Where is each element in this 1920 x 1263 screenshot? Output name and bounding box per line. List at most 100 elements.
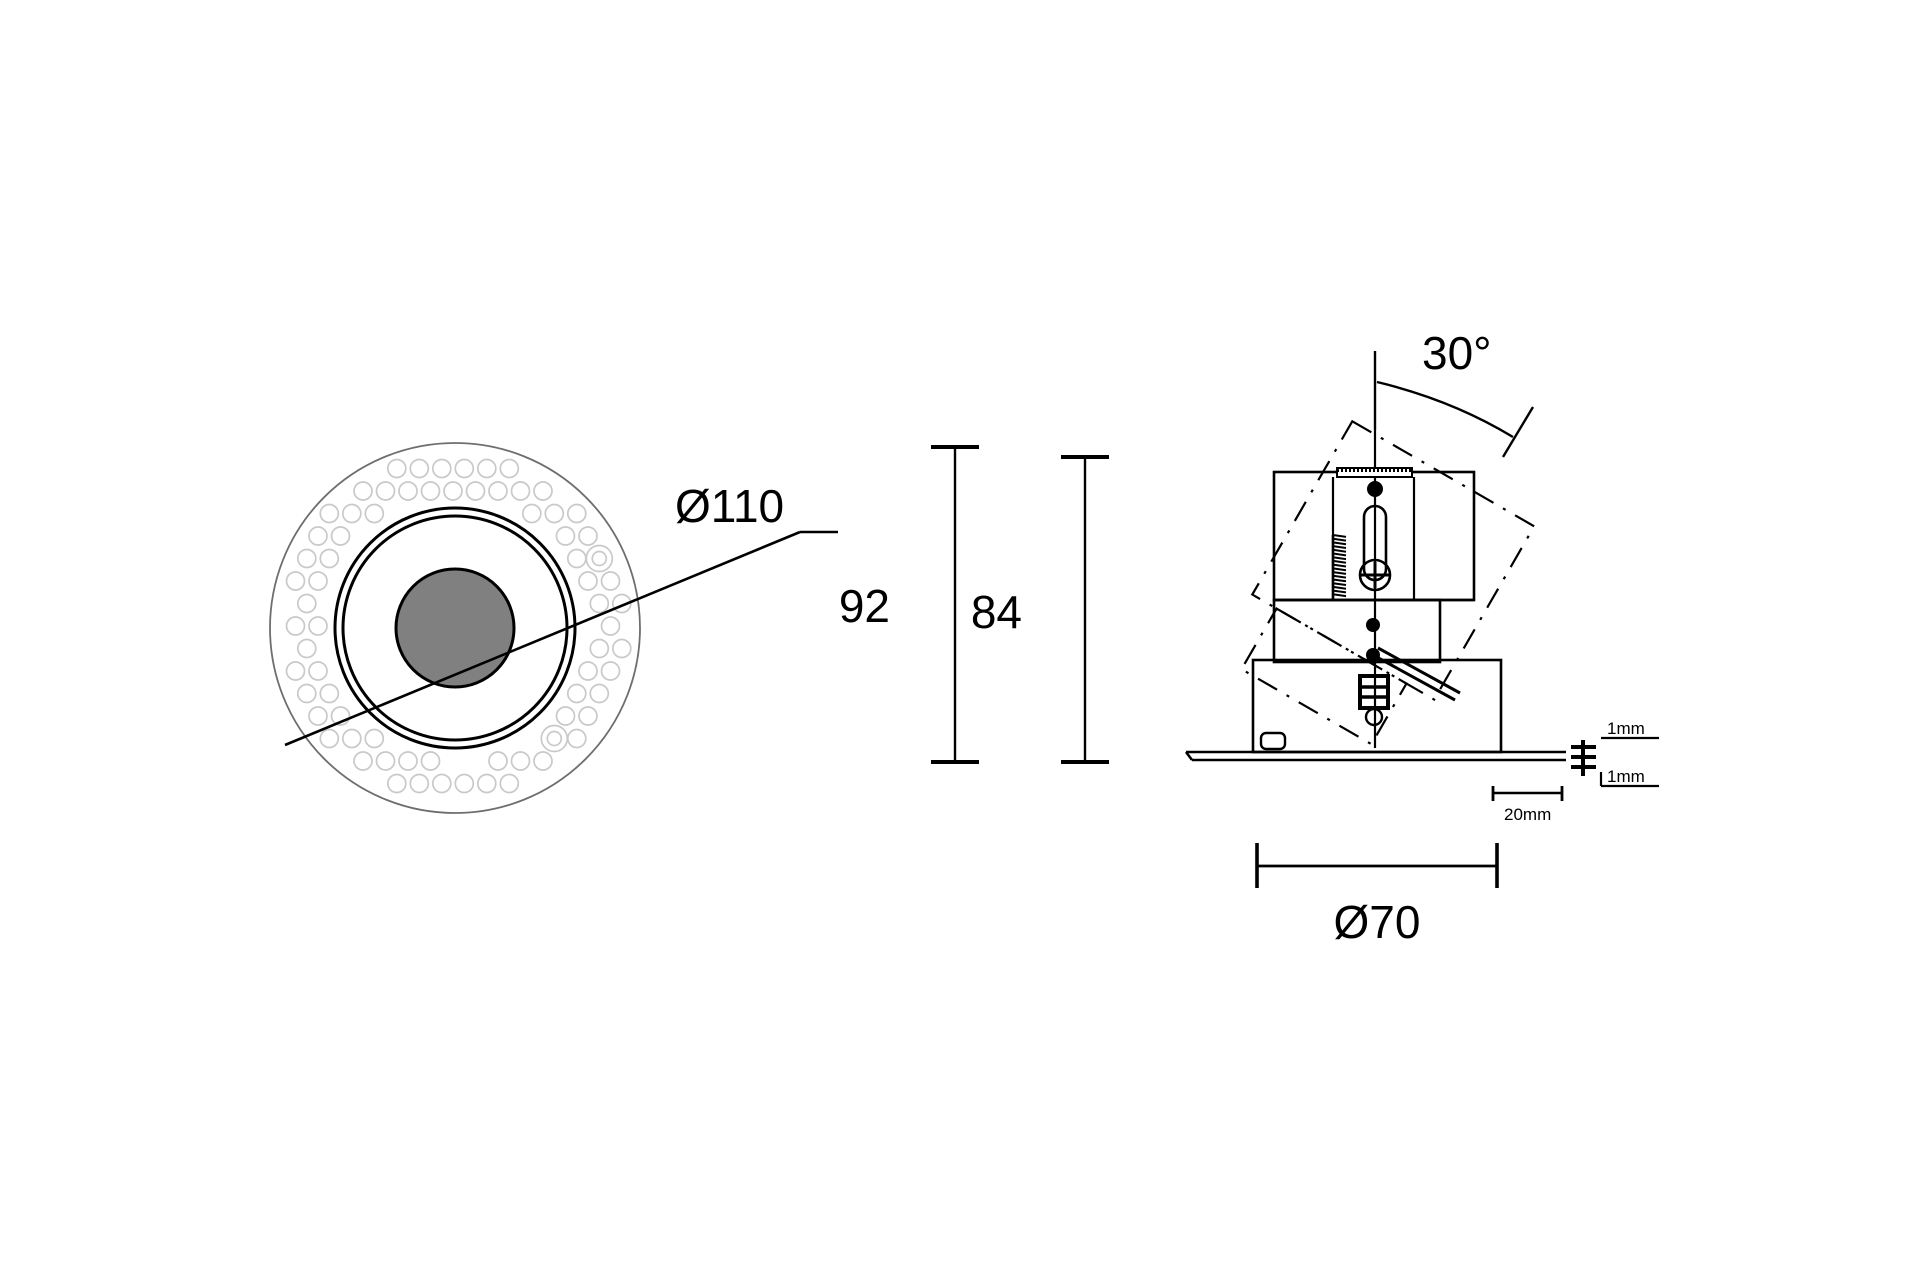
perforation-dot (600, 571, 621, 591)
tilted-head-neck (1240, 607, 1408, 746)
perforation-dot (533, 481, 553, 501)
perforation-dot (578, 526, 598, 546)
perforation-dot (600, 616, 621, 636)
perforation-dot (600, 661, 621, 681)
perforation-dot (566, 548, 587, 569)
perforation-dot (611, 638, 632, 659)
perforation-dot (308, 571, 328, 591)
perforation-dot (341, 728, 362, 749)
ratchet-tooth (1332, 582, 1347, 586)
perforation-dot (375, 481, 396, 501)
perforation-dot (555, 706, 576, 726)
lamp-aperture-circle (394, 567, 516, 689)
dimension-diameter-70: Ø70 (1255, 843, 1499, 948)
ratchet-tooth (1332, 578, 1347, 583)
perforation-dot (353, 481, 373, 501)
ratchet-tooth (1332, 574, 1347, 579)
thickness-1mm-b-label: 1mm (1607, 767, 1645, 786)
slot-top-pin (1367, 481, 1383, 497)
angle-arrow-tick (1501, 406, 1535, 458)
ratchet-teeth (1332, 534, 1347, 598)
perforation-dot (499, 458, 520, 479)
perforation-dot (364, 503, 385, 524)
ratchet-tooth (1332, 556, 1347, 561)
ratchet-tooth (1332, 567, 1347, 572)
perforation-dot (555, 526, 576, 546)
perforation-pattern (285, 458, 632, 794)
housing-lower-box (1272, 598, 1442, 664)
diameter-leader-line (284, 530, 801, 747)
ratchet-tooth (1332, 563, 1347, 568)
perforation-dot (308, 616, 328, 636)
perforation-dot (296, 593, 317, 614)
perforation-dot (488, 751, 508, 771)
perforation-dot (454, 458, 475, 479)
perforation-dot (533, 751, 553, 771)
thickness-leaders: 1mm 1mm (1571, 719, 1659, 788)
perforation-dot (585, 544, 614, 573)
ceiling-flange (1184, 750, 1566, 762)
dimension-92-label: 92 (839, 580, 890, 632)
dimension-84: 84 (971, 455, 1109, 764)
perforation-dot (375, 751, 396, 771)
adjustment-slot-assembly (1331, 467, 1416, 600)
perforation-dot (285, 571, 306, 591)
perforation-dot (420, 751, 441, 771)
perforation-dot (443, 481, 463, 501)
ratchet-tooth (1332, 571, 1347, 575)
perforation-dot (510, 481, 531, 501)
perforation-dot (386, 458, 407, 479)
perforation-dot (566, 503, 587, 524)
perforation-dot (578, 706, 598, 726)
thickness-1mm-a-label: 1mm (1607, 719, 1645, 738)
perforation-dot (308, 706, 328, 726)
perforation-dot (319, 728, 340, 749)
perforation-dot (308, 661, 328, 681)
perforation-dot (285, 616, 306, 636)
perforation-dot (330, 706, 351, 726)
hinge-arm-1 (1372, 653, 1456, 702)
perforation-dot (521, 503, 542, 524)
perforation-dot (476, 773, 497, 794)
perforation-dot (308, 526, 328, 546)
perforation-dot (476, 458, 497, 479)
perforation-dot (398, 481, 418, 501)
angle-30-label: 30° (1422, 327, 1492, 379)
perforation-dot (465, 481, 486, 501)
section-view: 30° (1184, 327, 1659, 948)
height-dimensions: 92 84 (839, 445, 1109, 764)
perforation-dot (578, 661, 598, 681)
flange-left-edge (1184, 751, 1194, 761)
perforation-dot (296, 548, 317, 569)
outer-trim-circle (269, 442, 641, 814)
perforation-dot (420, 481, 441, 501)
ratchet-tooth (1332, 589, 1347, 594)
perforation-dot (409, 458, 430, 479)
dimension-20mm: 20mm (1491, 786, 1564, 824)
ratchet-tooth (1332, 541, 1347, 546)
tilted-head-outline (1240, 419, 1536, 746)
hinge-upper-pin (1366, 618, 1380, 632)
perforation-dot (589, 638, 610, 659)
perforation-dot-inner (591, 550, 608, 567)
perforation-dot (488, 481, 508, 501)
perforation-dot (544, 503, 565, 524)
ratchet-tooth (1332, 593, 1347, 598)
tilted-head-rect (1250, 419, 1536, 702)
ratchet-tooth (1332, 548, 1347, 553)
perforation-dot (510, 751, 531, 771)
perforation-dot (566, 683, 587, 704)
perforation-dot (330, 526, 351, 546)
perforation-dot (431, 773, 452, 794)
dimension-92: 92 (839, 445, 979, 764)
perforation-dot (398, 751, 418, 771)
perforation-dot (611, 593, 632, 614)
dimension-70-label: Ø70 (1334, 896, 1421, 948)
perforation-dot (386, 773, 407, 794)
perforation-dot (341, 503, 362, 524)
perforation-dot (296, 683, 317, 704)
perforation-dot (319, 683, 340, 704)
dimension-84-label: 84 (971, 586, 1022, 638)
